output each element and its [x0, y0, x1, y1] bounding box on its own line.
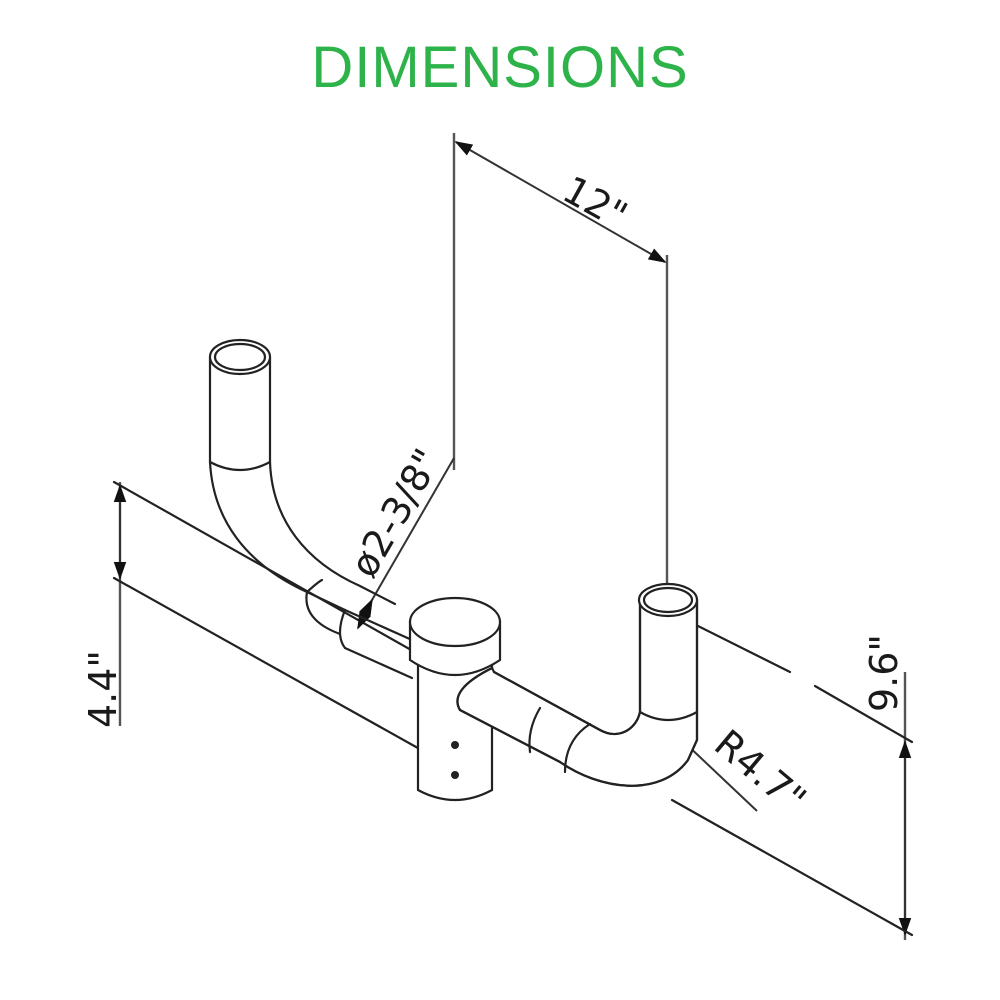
diagram-title: DIMENSIONS — [311, 35, 689, 100]
mount-hole-2 — [451, 771, 459, 779]
mount-hole-1 — [451, 741, 459, 749]
left-height-label: 4.4" — [81, 650, 125, 728]
pipe-diameter-label: ø2-3/8" — [342, 441, 450, 584]
bend-radius-label: R4.7" — [706, 721, 814, 822]
span-label: 12" — [556, 167, 635, 237]
left-pipe-arm — [208, 338, 414, 680]
center-mounting-hub — [408, 596, 502, 801]
pipe-diameter-dimension — [357, 457, 455, 630]
right-height-dimension — [670, 620, 914, 940]
span-dimension — [452, 133, 669, 590]
right-height-label: 9.6" — [862, 634, 906, 712]
right-pipe-arm — [456, 582, 699, 787]
